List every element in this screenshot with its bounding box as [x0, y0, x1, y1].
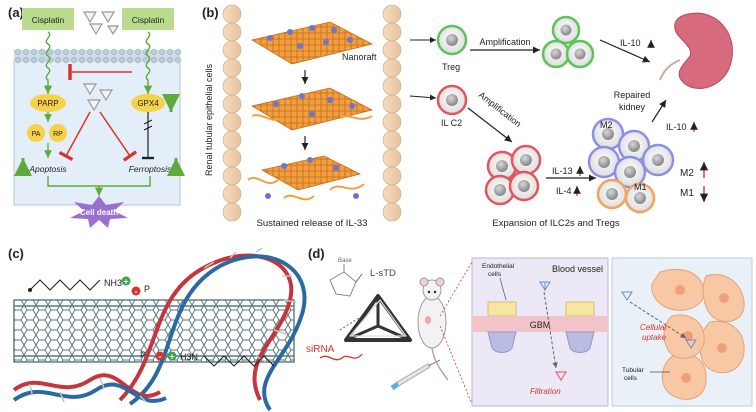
rp-label: RP	[53, 131, 63, 138]
p-top: P	[144, 284, 150, 294]
endothelial-cell-right	[565, 301, 595, 317]
cellular-label-2: uptake	[642, 333, 667, 342]
podocyte-feet	[487, 331, 595, 353]
nanoraft-2	[250, 87, 374, 131]
blood-vessel-label: Blood vessel	[552, 264, 603, 274]
cell-death-burst	[70, 196, 128, 228]
coil-right	[143, 31, 153, 94]
tubular-label-1: Tubular	[622, 367, 645, 374]
tetrahedron-particle-tubular	[621, 291, 697, 349]
tubular-label-2: cells	[624, 375, 638, 382]
lstd-label: L-sTD	[370, 268, 396, 279]
plus-top: +	[123, 277, 128, 287]
parp-node	[30, 94, 66, 112]
cisplatin-label-right: Cisplatin	[132, 15, 165, 25]
cisplatin-box-right	[122, 8, 174, 30]
pa-node	[27, 124, 45, 142]
m2-side-label: M2	[680, 168, 694, 179]
ilc2-cluster	[484, 144, 542, 206]
epithelial-wall-right	[382, 4, 402, 222]
cell-membrane	[14, 48, 182, 64]
panel-d: (d) Base L-sTD siRNA	[306, 246, 753, 407]
epithelial-wall-left	[222, 4, 242, 222]
ligand-bottom: P - + H3N	[140, 350, 275, 367]
p-bottom: P	[140, 350, 146, 360]
gbm-label: GBM	[530, 320, 551, 330]
tetrahedron-dna-icon	[344, 294, 412, 342]
apoptosis-label: Apoptosis	[28, 164, 67, 174]
rp-node	[49, 124, 67, 142]
ligand-top: NH3 + - P	[28, 276, 150, 297]
treg-cluster	[541, 15, 595, 69]
panel-c: (c) NH3 + - P P -	[8, 246, 307, 412]
endothelial-label-2: cells	[488, 271, 502, 278]
nucleotide-sketch	[329, 264, 357, 297]
tetrahedron-icon-mid	[82, 83, 114, 112]
minus-bottom: -	[159, 352, 162, 362]
parp-label: PARP	[37, 99, 58, 108]
ilc2-label: IL C2	[441, 118, 462, 128]
filtration-label: Filtration	[530, 387, 561, 396]
tetrahedron-particle-filtered	[555, 371, 567, 381]
cellular-label-1: Cellular	[640, 323, 667, 332]
gpx4-node	[131, 94, 165, 112]
nanoraft-1	[250, 21, 374, 65]
h3n-label: H3N	[180, 352, 198, 362]
tetrahedron-particle-vessel	[539, 281, 551, 291]
amplification-diag-label: Amplification	[477, 90, 523, 129]
amplification-top-label: Amplification	[479, 37, 530, 47]
plus-bottom: +	[169, 352, 174, 362]
endothelial-label-1: Endothelial	[482, 263, 515, 270]
m1-side-label: M1	[680, 188, 694, 199]
expansion-label: Expansion of ILC2s and Tregs	[492, 218, 620, 229]
panel-b: (b) Renal tubular epithelial cells Nanor…	[202, 4, 733, 229]
il10-right-label: IL-10	[666, 122, 687, 132]
il4-label: IL-4	[556, 186, 572, 196]
panel-d-label: (d)	[308, 246, 325, 261]
endothelial-cell-left	[487, 301, 517, 317]
sirna-label: siRNA	[306, 344, 335, 355]
renal-side-label: Renal tubular epithelial cells	[204, 63, 214, 176]
carbon-nanotube	[14, 300, 294, 362]
mouse-icon	[417, 277, 449, 381]
repaired-label-2: kidney	[619, 102, 646, 112]
cell-death-label: Cell death	[80, 208, 118, 217]
panel-a: (a) Cisplatin Cisplatin PARP	[8, 5, 185, 228]
repaired-label-1: Repaired	[614, 90, 651, 100]
dna-helix	[12, 253, 307, 412]
m1-cluster-label: M1	[634, 182, 647, 192]
il13-label: IL-13	[552, 166, 573, 176]
treg-label: Treg	[442, 62, 460, 72]
minus-top: -	[135, 287, 138, 297]
coil-left	[43, 31, 53, 94]
gbm-layer	[472, 316, 608, 332]
base-label: Base	[338, 258, 352, 264]
nanoraft-label: Nanoraft	[342, 52, 377, 62]
ferroptosis-label: Ferroptosis	[129, 164, 172, 174]
cisplatin-box-left	[22, 8, 74, 30]
tetrahedron-icon-group	[82, 11, 120, 36]
sustained-release-label: Sustained release of IL-33	[257, 218, 368, 229]
kidney-icon	[674, 12, 733, 89]
m2-cluster-label: M2	[600, 120, 613, 130]
nanoraft-3	[247, 155, 365, 201]
cisplatin-label-left: Cisplatin	[32, 15, 65, 25]
panel-a-label: (a)	[8, 5, 24, 20]
panel-c-label: (c)	[8, 246, 24, 261]
il10-top-label: IL-10	[620, 38, 641, 48]
pa-label: PA	[32, 131, 41, 138]
gpx4-label: GPX4	[137, 99, 159, 108]
syringe-icon	[390, 359, 441, 391]
sirna-strand	[319, 353, 363, 361]
panel-b-label: (b)	[202, 5, 219, 20]
nh3-label: NH3	[104, 278, 122, 288]
macrophage-cluster	[587, 117, 675, 214]
